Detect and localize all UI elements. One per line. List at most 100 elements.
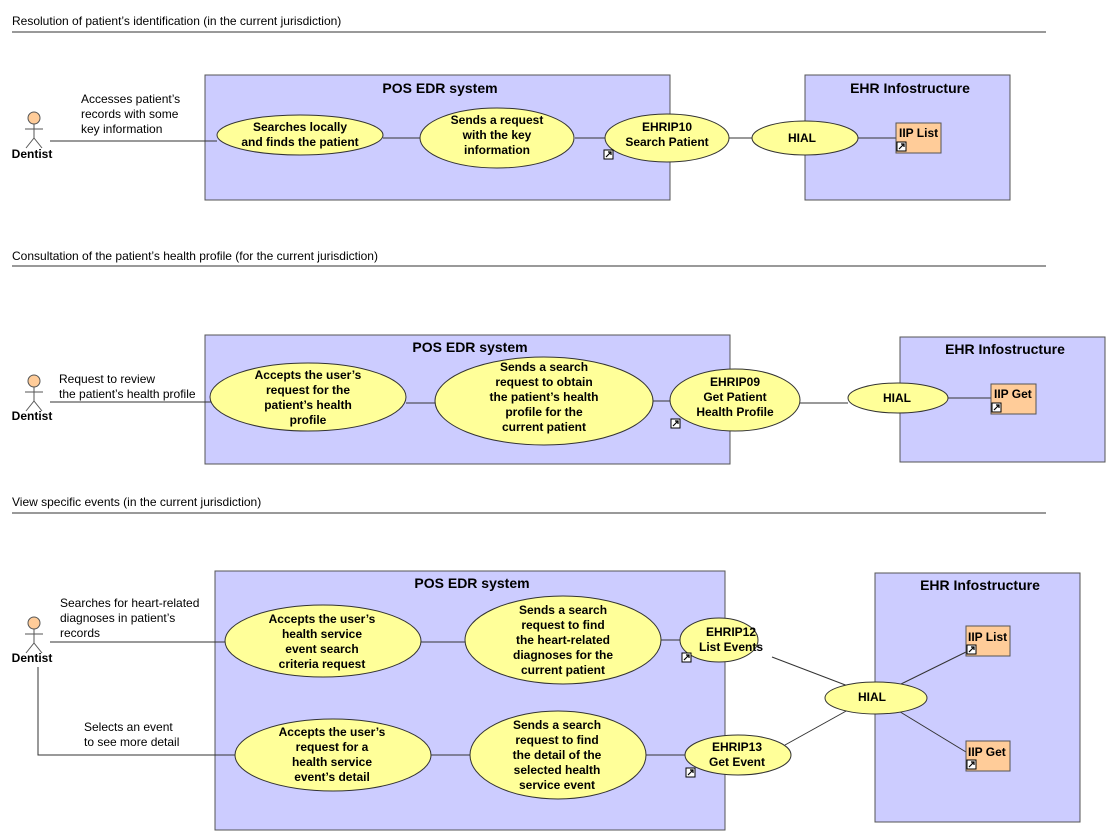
dentist-actor-icon: [24, 374, 44, 412]
use-case-accepts-search-criteria: [224, 604, 422, 678]
actor-note-line: Request to review: [59, 372, 155, 386]
use-case-text: Accepts the user’s: [255, 368, 362, 382]
link-icon: [896, 141, 907, 152]
ehrip-text: Get Patient: [703, 390, 766, 404]
dentist-actor-icon: [24, 616, 44, 654]
section-title: Resolution of patient’s identification (…: [12, 14, 341, 28]
pos-edr-title: POS EDR system: [382, 80, 497, 96]
use-case-text: with the key: [462, 128, 532, 142]
use-case-text: request to find: [521, 618, 604, 632]
use-case-text: request to obtain: [495, 375, 592, 389]
hial-use-case: [824, 681, 928, 715]
connector: [896, 709, 967, 753]
use-case-text: the heart-related: [516, 633, 610, 647]
use-case-text: request for a: [296, 740, 369, 754]
use-case-accepts-event-detail: [234, 718, 432, 792]
ehrip13-use-case: [684, 734, 792, 776]
hial-label: HIAL: [788, 131, 816, 145]
link-icon: [681, 652, 692, 663]
actor-label: Dentist: [12, 147, 53, 161]
iip-label: IIP Get: [994, 387, 1032, 401]
section-1: Resolution of patient’s identification (…: [12, 14, 1046, 201]
use-case-text: the detail of the: [513, 748, 602, 762]
use-case-text: Accepts the user’s: [269, 612, 376, 626]
use-case-text: current patient: [502, 420, 586, 434]
iip-label: IIP List: [899, 126, 938, 140]
use-case-text: request for the: [266, 383, 350, 397]
hial-use-case: [751, 120, 859, 156]
use-case-text: event search: [285, 642, 358, 656]
use-case-text: event’s detail: [294, 770, 370, 784]
link-icon: [670, 418, 681, 429]
ehr-infostructure-title: EHR Infostructure: [920, 577, 1040, 593]
use-case-text: Sends a request: [451, 113, 544, 127]
use-case-text: the patient’s health: [490, 390, 599, 404]
use-case-text: selected health: [514, 763, 601, 777]
ehrip-text: EHRIP09: [710, 375, 760, 389]
section-title: View specific events (in the current jur…: [12, 495, 261, 509]
use-case-text: criteria request: [279, 657, 366, 671]
link-icon: [991, 402, 1002, 413]
use-case-text: information: [464, 143, 530, 157]
use-case-text: patient’s health: [264, 398, 352, 412]
ehrip09-use-case: [669, 368, 801, 432]
link-icon: [685, 767, 696, 778]
link-icon: [966, 759, 977, 770]
use-case-text: request to find: [515, 733, 598, 747]
ehr-infostructure-title: EHR Infostructure: [850, 80, 970, 96]
hial-label: HIAL: [858, 690, 886, 704]
link-icon: [603, 149, 614, 160]
actor-note-line: the patient’s health profile: [59, 387, 196, 401]
ehrip10-use-case: [604, 113, 730, 163]
ehrip-text: Health Profile: [696, 405, 774, 419]
section-3: View specific events (in the current jur…: [12, 495, 1081, 831]
link-icon: [966, 644, 977, 655]
actor-note-line: records with some: [81, 107, 179, 121]
actor-note-line: Selects an event: [84, 720, 173, 734]
ehrip-text: Get Event: [709, 755, 765, 769]
actor-note-line: key information: [81, 122, 162, 136]
ehrip-text: List Events: [699, 640, 763, 654]
ehrip-text: Search Patient: [625, 135, 708, 149]
dentist-actor-icon: [24, 111, 44, 149]
use-case-text: Sends a search: [500, 360, 588, 374]
connector: [771, 656, 849, 687]
iip-label: IIP Get: [968, 745, 1006, 759]
use-case-accepts-request: [209, 362, 407, 432]
connector: [784, 709, 849, 746]
iip-label: IIP List: [968, 630, 1007, 644]
use-case-text: and finds the patient: [241, 135, 358, 149]
pos-edr-title: POS EDR system: [412, 339, 527, 355]
use-case-text: profile for the: [505, 405, 583, 419]
use-case-text: Sends a search: [519, 603, 607, 617]
use-case-sends-search-event-detail: [469, 710, 647, 800]
actor-note-line: records: [60, 626, 100, 640]
use-case-text: health service: [282, 627, 362, 641]
actor-note-line: Searches for heart-related: [60, 596, 199, 610]
ehrip-text: EHRIP13: [712, 740, 762, 754]
use-case-sends-search-request: [434, 356, 654, 446]
use-case-text: Searches locally: [253, 120, 347, 134]
use-case-text: diagnoses for the: [513, 648, 613, 662]
actor-note-line: diagnoses in patient’s: [60, 611, 175, 625]
ehrip-text: EHRIP10: [642, 120, 692, 134]
ehrip12-use-case: [679, 617, 759, 663]
actor-label: Dentist: [12, 409, 53, 423]
section-2: Consultation of the patient’s health pro…: [12, 249, 1106, 465]
use-case-searches-locally: [216, 114, 384, 156]
use-case-text: service event: [519, 778, 595, 792]
use-case-text: Sends a search: [513, 718, 601, 732]
ehr-infostructure-title: EHR Infostructure: [945, 341, 1065, 357]
use-case-text: profile: [290, 413, 327, 427]
actor-label: Dentist: [12, 651, 53, 665]
hial-use-case: [847, 382, 949, 414]
use-case-text: Accepts the user’s: [279, 725, 386, 739]
connector: [896, 651, 967, 687]
section-title: Consultation of the patient’s health pro…: [12, 249, 378, 263]
hial-label: HIAL: [883, 391, 911, 405]
use-case-sends-request: [419, 107, 575, 169]
actor-note-line: Accesses patient’s: [81, 92, 180, 106]
pos-edr-title: POS EDR system: [414, 575, 529, 591]
use-case-sends-search-heart-related: [464, 595, 662, 685]
